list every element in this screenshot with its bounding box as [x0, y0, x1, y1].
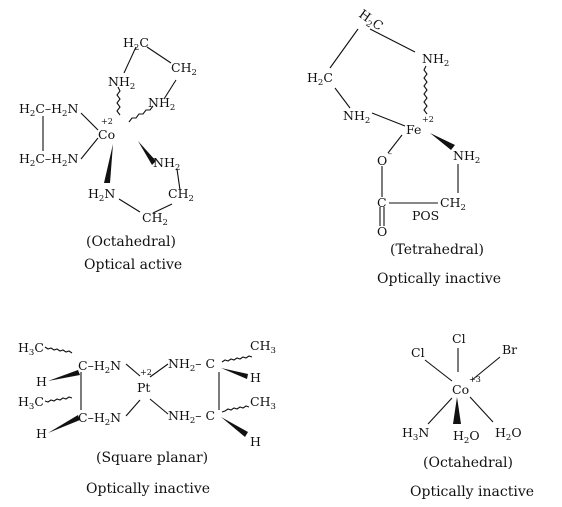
ligand-h2c-h2n-label: H2C–H2N — [19, 101, 78, 119]
ligand-nh2-c-label: NH2– C — [168, 356, 215, 374]
ligand-c-label: C — [377, 195, 387, 210]
ligand-h2c-h2n-label: H2C–H2N — [19, 151, 78, 169]
panel-octahedral-co-chelate: H2C CH2 NH2 NH2 H2C–H2N H2C–H2N +2 Co NH… — [19, 35, 197, 273]
negative-charge-label: – — [388, 149, 392, 158]
metal-charge-label: +2 — [140, 368, 152, 377]
ligand-br-label: Br — [502, 342, 517, 357]
metal-pt-label: Pt — [137, 380, 150, 395]
svg-text:H2C: H2C — [355, 6, 387, 36]
ligand-nh2-label: NH2 — [108, 74, 135, 92]
optical-activity-caption: Optically inactive — [377, 271, 501, 287]
ligand-nh2-label: NH2 — [422, 51, 449, 69]
metal-co-label: Co — [452, 382, 469, 397]
optical-activity-caption: Optical active — [84, 257, 182, 273]
ligand-c-h2n-label: C–H2N — [78, 358, 121, 376]
ligand-c-h2n-label: C–H2N — [78, 410, 121, 428]
ligand-h2c-label: H2C — [307, 70, 333, 88]
ligand-h3n-label: H3N — [402, 425, 429, 443]
ligand-h2o-label: H2O — [453, 428, 480, 446]
ligand-h2c-label: H2C — [123, 35, 149, 53]
ligand-h-label: H — [36, 374, 47, 389]
metal-charge-label: +3 — [469, 375, 481, 384]
pos-label: POS — [412, 208, 439, 223]
panel-square-planar-pt: H3C C–H2N H H3C C–H2N H +2 Pt NH2– C CH3… — [18, 338, 276, 497]
ligand-ch2-label: CH2 — [142, 210, 168, 228]
ligand-ch2-label: CH2 — [171, 60, 197, 78]
optical-activity-caption: Optically inactive — [410, 484, 534, 500]
geometry-caption: (Tetrahedral) — [390, 242, 484, 258]
optical-activity-caption: Optically inactive — [86, 481, 210, 497]
ligand-ch3-label: CH3 — [250, 394, 276, 412]
ligand-nh2-label: NH2 — [153, 155, 180, 173]
ligand-h3c-label: H3C — [18, 394, 44, 412]
ligand-h-label: H — [250, 370, 261, 385]
ligand-nh2-c-label: NH2– C — [168, 408, 215, 426]
ligand-h-label: H — [36, 426, 47, 441]
ligand-ch2-label: CH2 — [440, 195, 466, 213]
panel-octahedral-co-iii: Cl Cl Br +3 Co H3N H2O H2O (Octahedral) … — [402, 331, 534, 500]
ligand-h2n-label: H2N — [88, 186, 115, 204]
ligand-ch2-label: CH2 — [168, 186, 194, 204]
metal-fe-label: Fe — [406, 122, 421, 137]
metal-co-label: Co — [98, 127, 115, 142]
ligand-h3c-label: H3C — [18, 340, 44, 358]
ligand-cl-label: Cl — [411, 345, 425, 360]
metal-charge-label: +2 — [101, 117, 113, 126]
ligand-h2c-label: H2C — [355, 6, 387, 36]
ligand-ch3-label: CH3 — [250, 338, 276, 356]
geometry-caption: (Square planar) — [96, 450, 208, 466]
ligand-cl-label: Cl — [452, 331, 466, 346]
panel-tetrahedral-fe: H2C NH2 H2C NH2 +2 Fe O – NH2 C CH2 POS … — [307, 6, 501, 287]
geometry-caption: (Octahedral) — [423, 455, 513, 471]
ligand-h2o-label: H2O — [495, 425, 522, 443]
geometry-caption: (Octahedral) — [86, 234, 176, 250]
ligand-o-label: O — [377, 224, 387, 239]
ligand-h-label: H — [250, 434, 261, 449]
ligand-o-label: O — [377, 153, 387, 168]
ligand-nh2-label: NH2 — [453, 148, 480, 166]
ligand-nh2-label: NH2 — [343, 108, 370, 126]
metal-charge-label: +2 — [422, 115, 434, 124]
ligand-nh2-label: NH2 — [148, 95, 175, 113]
